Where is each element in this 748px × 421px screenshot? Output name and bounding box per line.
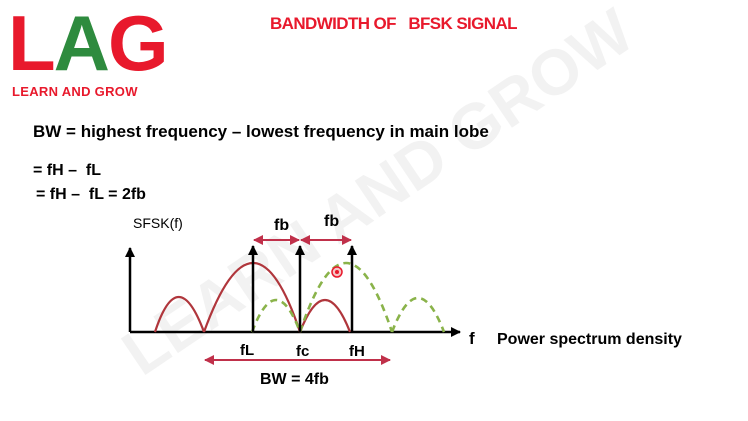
logo-letter-l: L (8, 0, 56, 87)
page-title: BANDWIDTH OF BFSK SIGNAL (270, 14, 518, 33)
green-side-lobe-right (390, 296, 446, 333)
red-side-lobe-right (298, 299, 352, 333)
red-side-lobe-left (153, 296, 206, 333)
logo-letter-g: G (108, 0, 169, 87)
x-axis-label: f (469, 329, 475, 348)
green-main-lobe (298, 262, 394, 333)
fb-label-right: fb (324, 213, 339, 230)
logo-letter-a: A (53, 0, 110, 87)
cursor-dot-center (335, 270, 339, 274)
logo-tagline: LEARN AND GROW (12, 84, 138, 99)
fh-label: fH (349, 343, 365, 360)
fc-label: fc (296, 343, 309, 360)
equation-step-2: = fH – fL = 2fb (36, 186, 146, 203)
y-axis-label: SFSK(f) (133, 215, 183, 231)
logo: LAG (8, 4, 169, 82)
equation-step-1: = fH – fL (33, 162, 102, 179)
fb-label-left: fb (274, 217, 289, 234)
fl-label: fL (240, 342, 254, 359)
bandwidth-label: BW = 4fb (260, 371, 329, 388)
psd-caption: Power spectrum density (497, 331, 682, 348)
bw-definition: BW = highest frequency – lowest frequenc… (33, 122, 489, 141)
green-side-lobe-left (250, 298, 302, 333)
